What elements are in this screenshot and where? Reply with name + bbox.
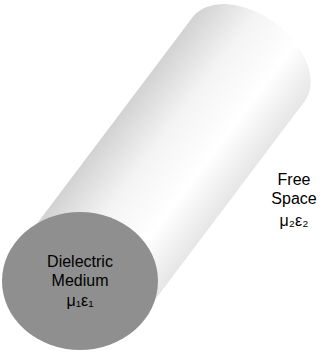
region-label: Free Space [258, 170, 330, 208]
medium-text: μ₁ε₁ [66, 291, 93, 310]
cylinder-side [24, 0, 331, 325]
medium-text: Dielectric Medium [28, 252, 132, 290]
face-ellipse [2, 212, 158, 350]
cylinder-body [24, 0, 331, 325]
region-label: μ₂ε₂ [258, 211, 330, 230]
face-content: Dielectric Mediumμ₁ε₁ [2, 212, 158, 350]
dielectric-face: Dielectric Mediumμ₁ε₁ [2, 212, 158, 350]
